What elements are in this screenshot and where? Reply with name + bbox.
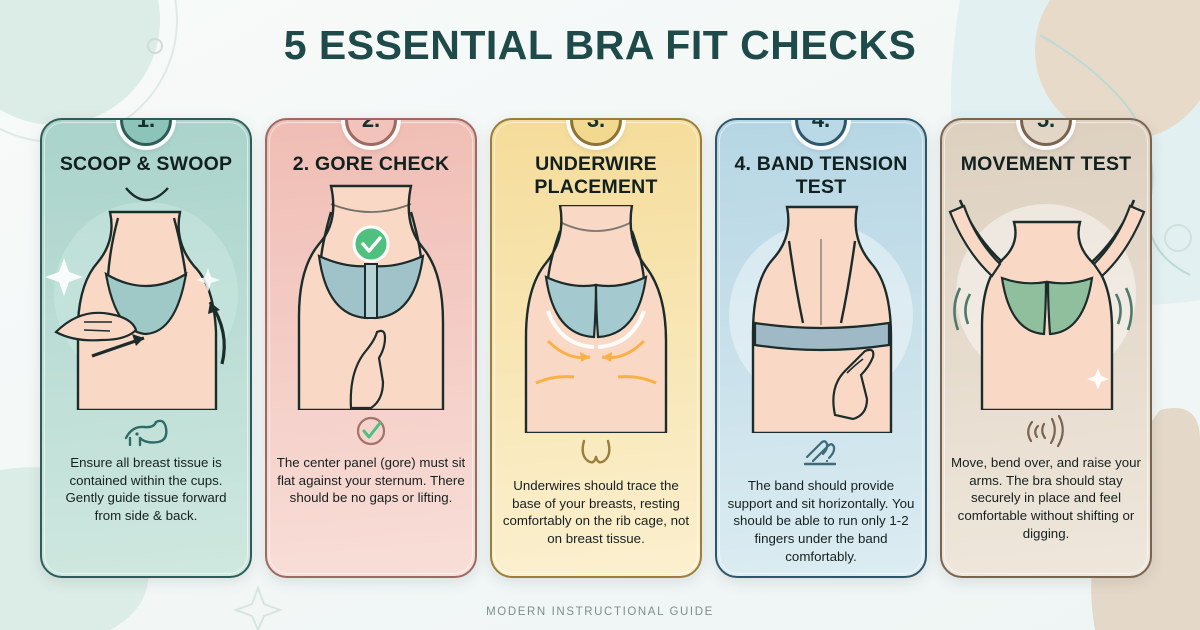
card-badge-4: 4.	[795, 120, 847, 146]
card-title-1: SCOOP & SWOOP	[59, 153, 233, 175]
illustration-band-tension-test	[717, 205, 925, 433]
card-badge-3: 3.	[570, 120, 622, 146]
card-badge-2: 2.	[345, 120, 397, 146]
two-fingers-icon	[803, 440, 837, 466]
circle-accent-right	[1164, 224, 1192, 252]
card-body-4: The band should provide support and sit …	[727, 478, 915, 564]
card-gore-check[interactable]: 2. 2. GORE CHECK	[265, 118, 477, 578]
page-title-container: 5 ESSENTIAL BRA FIT CHECKS	[0, 22, 1200, 69]
scoop-hand-icon	[124, 419, 168, 447]
page-title: 5 ESSENTIAL BRA FIT CHECKS	[283, 22, 917, 68]
underwire-icon	[581, 439, 611, 464]
card-body-3: Underwires should trace the base of your…	[502, 478, 690, 547]
footer-caption: MODERN INSTRUCTIONAL GUIDE	[486, 606, 714, 618]
card-badge-1: 1.	[120, 120, 172, 146]
card-body-2: The center panel (gore) must sit flat ag…	[276, 455, 466, 506]
card-scoop-and-swoop[interactable]: 1. SCOOP & SWOOP	[40, 118, 252, 578]
card-title-2: 2. GORE CHECK	[292, 153, 450, 175]
motion-waves-icon	[1027, 414, 1064, 448]
blob-top-left	[0, 0, 160, 125]
card-title-5: MOVEMENT TEST	[960, 153, 1132, 175]
card-body-5: Move, bend over, and raise your arms. Th…	[951, 455, 1141, 541]
sparkle-bottom-left	[233, 585, 283, 630]
card-title-3: UNDERWIRE PLACEMENT	[534, 153, 658, 198]
illustration-scoop-and-swoop	[42, 182, 250, 410]
card-movement-test[interactable]: 5. MOVEMENT TEST	[940, 118, 1152, 578]
illustration-movement-test	[942, 182, 1150, 410]
illustration-gore-check	[267, 182, 475, 410]
cards-rail: 1. SCOOP & SWOOP	[40, 118, 1160, 578]
card-body-1: Ensure all breast tissue is contained wi…	[65, 455, 227, 524]
card-band-tension-test[interactable]: 4. 4. BAND TENSION TEST	[715, 118, 927, 578]
check-circle-icon	[356, 416, 386, 446]
card-title-4: 4. BAND TENSION TEST	[734, 153, 908, 198]
blob-top-right-beige	[1035, 0, 1200, 140]
card-badge-5: 5.	[1020, 120, 1072, 146]
illustration-underwire-placement	[492, 205, 700, 433]
card-underwire-placement[interactable]: 3. UNDERWIRE PLACEMENT	[490, 118, 702, 578]
circle-accent-top-left	[147, 38, 163, 54]
